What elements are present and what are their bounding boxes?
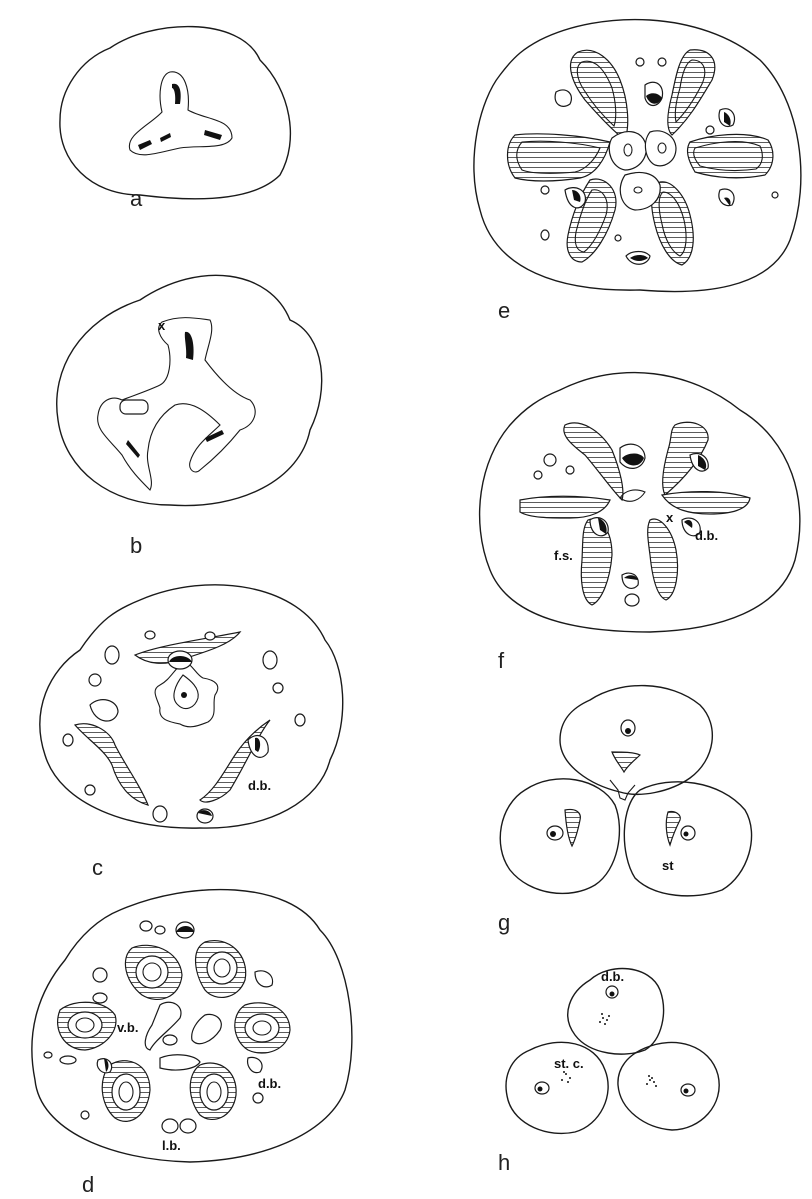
panel-b-mark: x bbox=[158, 318, 166, 333]
panel-d-letter: d bbox=[82, 1172, 94, 1197]
panel-d-label-lb: l.b. bbox=[162, 1138, 181, 1153]
panel-c-label-db: d.b. bbox=[248, 778, 271, 793]
panel-f-mark: x bbox=[666, 510, 674, 525]
panel-f-label-db: d.b. bbox=[695, 528, 718, 543]
panel-h-stipple-2 bbox=[561, 1071, 571, 1083]
panel-g: st g bbox=[498, 686, 752, 935]
panel-d-label-db: d.b. bbox=[258, 1076, 281, 1091]
panel-h-label-stc: st. c. bbox=[554, 1056, 584, 1071]
panel-e: e bbox=[474, 20, 801, 323]
panel-h-stipple-1 bbox=[599, 1013, 610, 1025]
panel-h: d.b. st. c. h bbox=[498, 969, 719, 1175]
panel-h-letter: h bbox=[498, 1150, 510, 1175]
panel-b: x b bbox=[57, 275, 322, 558]
panel-d: v.b. d.b. l.b. d bbox=[32, 890, 352, 1197]
panel-d-label-vb: v.b. bbox=[117, 1020, 138, 1035]
panel-c: d.b. c bbox=[40, 585, 343, 880]
panel-f: x d.b. f.s. f bbox=[480, 373, 800, 673]
panel-c-letter: c bbox=[92, 855, 103, 880]
panel-h-label-db: d.b. bbox=[601, 969, 624, 984]
panel-a: a bbox=[60, 27, 290, 211]
panel-h-stipple-3 bbox=[646, 1075, 657, 1087]
panel-f-label-fs: f.s. bbox=[554, 548, 573, 563]
panel-e-letter: e bbox=[498, 298, 510, 323]
panel-g-letter: g bbox=[498, 910, 510, 935]
panel-g-label-st: st bbox=[662, 858, 674, 873]
panel-f-letter: f bbox=[498, 648, 505, 673]
panel-b-letter: b bbox=[130, 533, 142, 558]
panel-a-letter: a bbox=[130, 186, 143, 211]
